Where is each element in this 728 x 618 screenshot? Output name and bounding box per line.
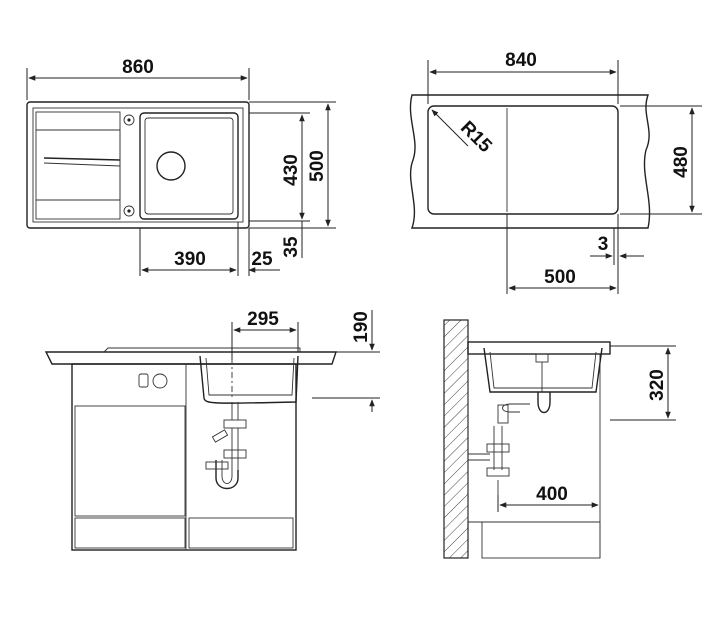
tap-hole-bottom — [123, 205, 135, 217]
cabinet-side-view: 320 400 — [443, 319, 676, 559]
plinth — [481, 521, 601, 559]
dim-drain-center: 295 — [247, 309, 279, 330]
bowl-section — [199, 355, 299, 404]
sink-inner-rim — [32, 107, 244, 223]
dim-cutout-offset: 3 — [598, 234, 609, 255]
drain-hole — [156, 151, 186, 181]
worktop-section — [44, 351, 337, 365]
sink-outline — [26, 101, 250, 229]
cabinet-body — [71, 363, 297, 551]
bowl-side-section — [483, 347, 603, 393]
cutout-outline — [427, 105, 619, 215]
control-knob — [152, 373, 168, 389]
dim-cutout-depth: 480 — [671, 146, 692, 178]
siphon-side — [493, 426, 503, 470]
dim-corner-radius: R15 — [456, 117, 496, 157]
dim-siphon-height: 320 — [647, 369, 668, 401]
drain-pipe — [231, 402, 239, 420]
dishwasher-door — [74, 405, 186, 517]
dim-bowl-height: 190 — [351, 311, 372, 343]
cabinet-front-view: 295 190 — [44, 309, 380, 551]
worktop-outline — [409, 94, 651, 229]
dim-bowl-offset: 25 — [251, 249, 273, 270]
worktop-side — [467, 341, 611, 355]
bowl-outline — [139, 112, 239, 220]
control-switch — [138, 373, 149, 388]
wall-section — [443, 319, 469, 559]
siphon-trap — [215, 460, 239, 490]
dim-drain-offset: 500 — [544, 267, 576, 288]
dim-bowl-width: 390 — [174, 249, 206, 270]
dim-sink-depth: 500 — [307, 150, 328, 182]
drainer-groove — [43, 157, 121, 161]
cutout-top-view: R15 840 480 3 500 — [409, 50, 702, 294]
dim-siphon-distance: 400 — [536, 484, 568, 505]
dim-back-edge: 35 — [281, 236, 302, 258]
tap-hole-top — [123, 114, 135, 126]
dim-sink-width: 860 — [122, 57, 154, 78]
dim-cutout-width: 840 — [505, 50, 537, 71]
dim-bowl-depth: 430 — [281, 154, 302, 186]
drain-outlet — [537, 392, 551, 414]
sink-top-view: 860 430 500 35 390 25 — [26, 57, 336, 276]
